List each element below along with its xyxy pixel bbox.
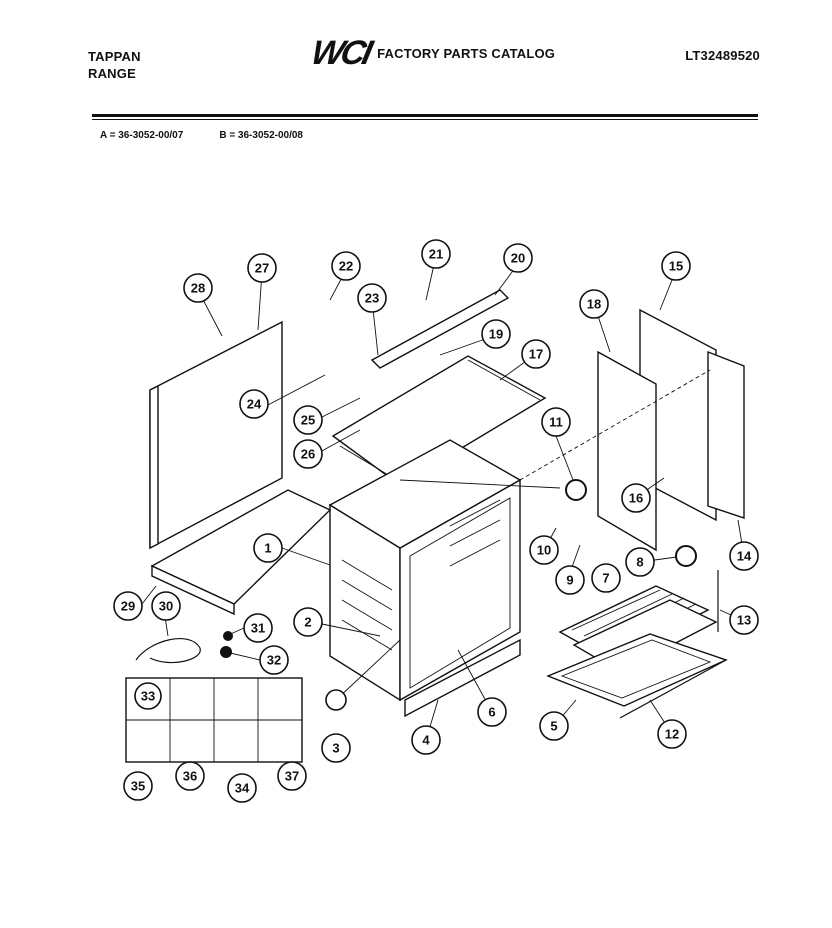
callout-27: 27 (247, 253, 277, 283)
svg-text:33: 33 (141, 689, 155, 704)
svg-text:26: 26 (301, 447, 315, 462)
svg-text:23: 23 (365, 291, 379, 306)
header-rule (92, 114, 758, 117)
svg-text:14: 14 (737, 549, 752, 564)
variant-a: A = 36-3052-00/07 (100, 130, 184, 141)
svg-text:5: 5 (550, 719, 557, 734)
brand-line-2: RANGE (88, 66, 136, 81)
catalog-title: FACTORY PARTS CATALOG (377, 45, 556, 61)
svg-text:17: 17 (529, 347, 543, 362)
light-socket-part (675, 545, 697, 567)
svg-text:12: 12 (665, 727, 679, 742)
svg-text:3: 3 (332, 741, 339, 756)
svg-text:20: 20 (511, 251, 525, 266)
oven-cavity (328, 439, 522, 702)
callout-15: 15 (661, 251, 691, 281)
svg-text:9: 9 (566, 573, 573, 588)
svg-text:6: 6 (488, 705, 495, 720)
callout-7: 7 (591, 563, 621, 593)
callout-36: 36 (175, 761, 205, 791)
callout-22: 22 (331, 251, 361, 281)
callout-29: 29 (113, 591, 143, 621)
svg-text:15: 15 (669, 259, 683, 274)
callout-13: 13 (729, 605, 759, 635)
brand-line-1: TAPPAN (88, 49, 141, 64)
svg-text:25: 25 (301, 413, 315, 428)
svg-text:30: 30 (159, 599, 173, 614)
svg-text:34: 34 (235, 781, 250, 796)
knob-part (565, 479, 587, 501)
svg-text:13: 13 (737, 613, 751, 628)
callout-9: 9 (555, 565, 585, 595)
svg-text:16: 16 (629, 491, 643, 506)
catalog-header: WCI FACTORY PARTS CATALOG (308, 34, 556, 72)
callout-12: 12 (657, 719, 687, 749)
callout-18: 18 (579, 289, 609, 319)
callout-25: 25 (293, 405, 323, 435)
svg-text:36: 36 (183, 769, 197, 784)
brand-label: TAPPAN RANGE (88, 48, 141, 82)
svg-text:22: 22 (339, 259, 353, 274)
callout-34: 34 (227, 773, 257, 803)
callout-23: 23 (357, 283, 387, 313)
callout-35: 35 (123, 771, 153, 801)
svg-text:24: 24 (247, 397, 262, 412)
callout-28: 28 (183, 273, 213, 303)
svg-text:31: 31 (251, 621, 265, 636)
variant-legend: A = 36-3052-00/07 B = 36-3052-00/08 (100, 130, 303, 141)
callout-21: 21 (421, 239, 451, 269)
screw-part (325, 689, 347, 711)
lower-panel (404, 638, 521, 718)
svg-text:28: 28 (191, 281, 205, 296)
rear-panels (597, 308, 745, 552)
callout-30: 30 (151, 591, 181, 621)
svg-text:18: 18 (587, 297, 601, 312)
callout-17: 17 (521, 339, 551, 369)
callout-8: 8 (625, 547, 655, 577)
variant-b: B = 36-3052-00/08 (219, 130, 303, 141)
callout-19: 19 (481, 319, 511, 349)
callout-11: 11 (541, 407, 571, 437)
callout-33: 33 (134, 682, 162, 710)
svg-text:4: 4 (422, 733, 430, 748)
svg-text:10: 10 (537, 543, 551, 558)
svg-text:29: 29 (121, 599, 135, 614)
callout-31: 31 (243, 613, 273, 643)
svg-text:35: 35 (131, 779, 145, 794)
top-rail (370, 289, 510, 369)
left-side-panel (149, 320, 283, 550)
callout-2: 2 (293, 607, 323, 637)
svg-text:11: 11 (549, 415, 563, 430)
callout-14: 14 (729, 541, 759, 571)
callout-32: 32 (259, 645, 289, 675)
callout-37: 37 (277, 761, 307, 791)
callout-5: 5 (539, 711, 569, 741)
svg-text:32: 32 (267, 653, 281, 668)
svg-text:7: 7 (602, 571, 609, 586)
svg-text:8: 8 (636, 555, 643, 570)
callout-3: 3 (321, 733, 351, 763)
callout-10: 10 (529, 535, 559, 565)
bracket-part (223, 631, 233, 641)
callout-26: 26 (293, 439, 323, 469)
leveling-leg-part (220, 646, 232, 658)
svg-text:19: 19 (489, 327, 503, 342)
header-rule-thin (92, 119, 758, 120)
power-cord (135, 638, 201, 664)
svg-text:27: 27 (255, 261, 269, 276)
callout-1: 1 (253, 533, 283, 563)
callout-6: 6 (477, 697, 507, 727)
svg-text:2: 2 (304, 615, 311, 630)
model-number: LT32489520 (685, 48, 760, 63)
svg-text:37: 37 (285, 769, 299, 784)
callout-24: 24 (239, 389, 269, 419)
callout-16: 16 (621, 483, 651, 513)
gasket-strip-bottom (619, 659, 727, 719)
svg-text:21: 21 (429, 247, 443, 262)
callout-4: 4 (411, 725, 441, 755)
svg-text:1: 1 (264, 541, 271, 556)
bottom-base (150, 489, 332, 616)
callout-20: 20 (503, 243, 533, 273)
